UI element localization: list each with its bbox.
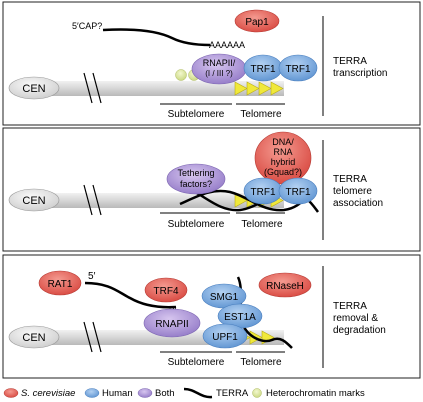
hybrid-label-line2: RNA bbox=[273, 147, 292, 157]
centromere-label: CEN bbox=[22, 83, 45, 95]
trf1-label-2: TRF1 bbox=[286, 187, 311, 198]
hybrid-label-line3: hybrid bbox=[271, 157, 296, 167]
rat1-protein bbox=[38, 270, 82, 296]
trf4-label: TRF4 bbox=[154, 286, 179, 297]
centromere bbox=[8, 188, 60, 212]
legend-terra-label: TERRA bbox=[216, 388, 249, 399]
five-prime-cap-label: 5′CAP? bbox=[72, 21, 102, 31]
rnapii-label-line1: RNAPII/ bbox=[203, 58, 236, 68]
chromosome-break-mark bbox=[83, 72, 102, 104]
rnaseh-label: RNaseH bbox=[266, 281, 304, 292]
panel-terra-telomere-association: CEN Tethering factors? DNA/ RNA hybrid (… bbox=[2, 127, 421, 252]
rat1-label: RAT1 bbox=[48, 279, 73, 290]
legend-human-swatch bbox=[84, 388, 100, 398]
panel-label-line1: TERRA bbox=[333, 301, 367, 312]
centromere bbox=[8, 76, 60, 100]
panel-label-line2: telomere bbox=[333, 186, 372, 197]
legend-s-cerevisiae-swatch bbox=[3, 388, 19, 398]
centromere-label: CEN bbox=[22, 332, 45, 344]
rnapii-label-line2: (I / III ?) bbox=[205, 69, 233, 78]
rnapii-protein bbox=[143, 308, 201, 338]
legend: S. cerevisiae Human Both TERRA Heterochr… bbox=[3, 387, 365, 399]
trf1-protein-2 bbox=[278, 177, 318, 205]
panel-label-line1: TERRA bbox=[333, 56, 367, 67]
terra-transcript bbox=[102, 28, 211, 47]
telomere-label: Telomere bbox=[241, 219, 283, 230]
est1a-label: EST1A bbox=[224, 312, 256, 323]
rnaseh-protein bbox=[258, 272, 312, 298]
panel-terra-removal-degradation: CEN 5′ 3′ RAT1 TRF4 RNAPII SMG1 EST1A UP… bbox=[2, 254, 421, 379]
hybrid-label-line1: DNA/ bbox=[272, 137, 294, 147]
trf4-protein bbox=[144, 277, 188, 303]
legend-s-cerevisiae-label: S. cerevisiae bbox=[21, 388, 75, 399]
pap1-label: Pap1 bbox=[245, 17, 269, 28]
trf1-label-2: TRF1 bbox=[286, 64, 311, 75]
centromere-label: CEN bbox=[22, 195, 45, 207]
centromere bbox=[8, 325, 60, 349]
legend-both-swatch bbox=[137, 388, 153, 398]
subtelomere-label: Subtelomere bbox=[168, 219, 225, 230]
panel-label-line2: removal & bbox=[333, 313, 378, 324]
chromosome-break-mark bbox=[83, 321, 102, 353]
subtelomere-label: Subtelomere bbox=[168, 357, 225, 368]
tethering-factors-protein bbox=[166, 163, 226, 195]
telomere-label: Telomere bbox=[240, 109, 282, 120]
rnapii-label: RNAPII bbox=[155, 319, 188, 330]
panel-label-line3: degradation bbox=[333, 325, 386, 336]
legend-heterochromatin-label: Heterochromatin marks bbox=[266, 388, 365, 399]
chromosome-break-mark bbox=[83, 184, 102, 216]
legend-terra-swatch bbox=[183, 387, 213, 399]
trf1-label-1: TRF1 bbox=[251, 64, 276, 75]
five-prime-label: 5′ bbox=[88, 271, 96, 282]
trf1-label-1: TRF1 bbox=[251, 187, 276, 198]
panel-label-line2: transcription bbox=[333, 68, 387, 79]
hybrid-label-line4: (Gquad?) bbox=[264, 167, 302, 177]
upf1-protein bbox=[202, 323, 248, 349]
smg1-label: SMG1 bbox=[210, 292, 239, 303]
terra-transcript bbox=[84, 281, 177, 309]
telomere-repeats bbox=[234, 81, 284, 96]
pap1-protein bbox=[234, 9, 280, 33]
trf1-protein-2 bbox=[278, 54, 318, 82]
panel-terra-transcription: CEN 5′CAP? AAAAAA Pap1 RNAPII/ (I / III … bbox=[2, 1, 421, 126]
tethering-label-line1: Tethering bbox=[177, 168, 214, 178]
legend-heterochromatin-swatch bbox=[252, 388, 262, 398]
upf1-label: UPF1 bbox=[212, 332, 238, 343]
tethering-label-line2: factors? bbox=[180, 179, 212, 189]
panel-label-line1: TERRA bbox=[333, 174, 367, 185]
polya-tail-label: AAAAAA bbox=[209, 40, 245, 50]
subtelomere-label: Subtelomere bbox=[168, 109, 225, 120]
legend-human-label: Human bbox=[102, 388, 133, 399]
telomere-label: Telomere bbox=[240, 357, 282, 368]
legend-both-label: Both bbox=[155, 388, 175, 399]
panel-label-line3: association bbox=[333, 198, 383, 209]
